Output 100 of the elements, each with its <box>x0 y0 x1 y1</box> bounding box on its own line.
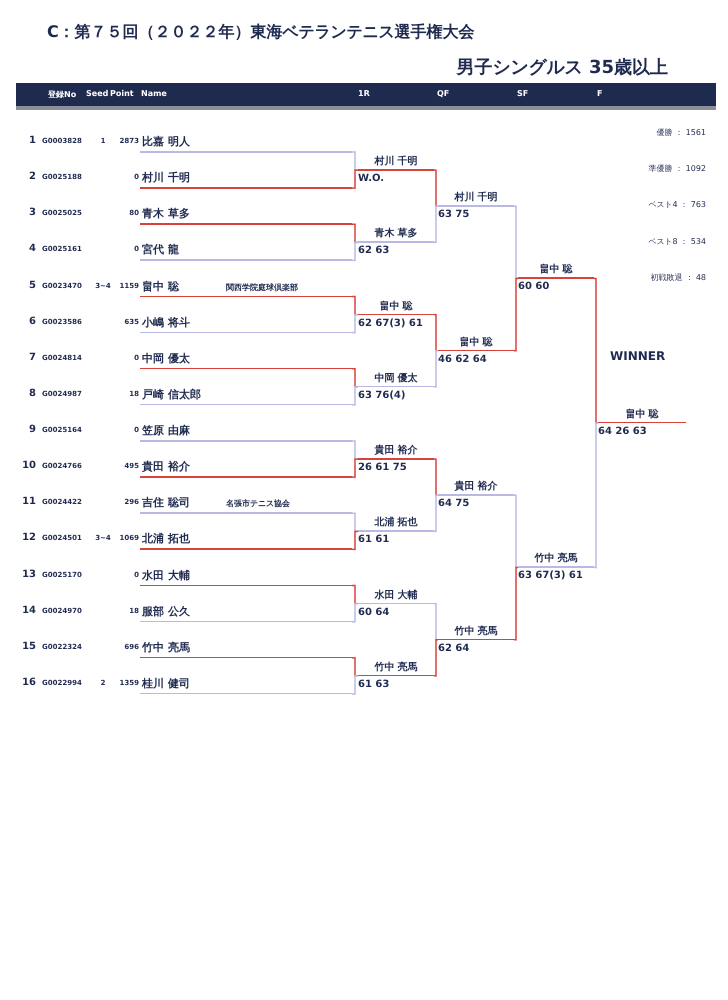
column-header: 1R <box>358 89 370 98</box>
player-name: 貴田 裕介 <box>142 459 190 474</box>
player-name: 服部 公久 <box>142 604 190 619</box>
entry-number: 1 <box>28 135 36 146</box>
winner-name: 畠中 聡 <box>458 336 494 349</box>
bracket-line <box>434 350 438 388</box>
bracket-line <box>594 278 598 424</box>
match-score: 46 62 64 <box>438 354 487 365</box>
winner-name: 竹中 亮馬 <box>533 551 579 566</box>
bracket-line <box>352 169 358 189</box>
club-name: 名張市テニス協会 <box>226 498 290 510</box>
entry-number: 7 <box>28 352 36 363</box>
bracket-line <box>352 386 358 406</box>
bracket-line <box>352 530 358 550</box>
bracket-line <box>514 205 518 280</box>
player-name: 青木 草多 <box>142 206 190 222</box>
match-score: 62 63 <box>358 245 390 256</box>
match-score: 63 75 <box>438 209 470 220</box>
entry-number: 13 <box>21 568 36 580</box>
match-score: 63 67(3) 61 <box>518 570 583 582</box>
bracket-line <box>594 422 598 568</box>
player-name: 比嘉 明人 <box>142 134 190 149</box>
bracket-line <box>352 368 358 388</box>
entry-number: 10 <box>21 460 36 472</box>
column-header: SF <box>517 89 528 98</box>
column-header: Point <box>110 89 134 98</box>
player-name: 小嶋 将斗 <box>142 314 190 330</box>
bracket-line <box>514 278 518 352</box>
column-header: Seed <box>86 89 108 98</box>
bracket-line <box>434 639 438 677</box>
bracket-line <box>352 675 358 695</box>
entry-number: 15 <box>21 640 36 652</box>
winner-name: 畠中 聡 <box>624 408 660 421</box>
player-name: 村川 千明 <box>142 170 190 186</box>
bracket-line <box>514 566 518 640</box>
bracket-line <box>434 494 438 532</box>
player-name: 水田 大輔 <box>142 568 190 583</box>
bracket-line <box>352 512 358 532</box>
winner-name: 中岡 優太 <box>373 372 419 385</box>
winner-name: 青木 草多 <box>373 226 419 240</box>
column-header: F <box>597 89 602 98</box>
winner-name: 畠中 聡 <box>378 300 414 313</box>
entry-number: 6 <box>28 316 36 327</box>
match-score: 62 64 <box>438 642 470 654</box>
match-score: 64 75 <box>438 498 470 510</box>
bracket-line <box>434 458 438 496</box>
title: C：第７５回（２０２２年）東海ベテランテニス選手権大会 <box>47 22 475 43</box>
entry-number: 4 <box>28 243 36 254</box>
player-name: 笠原 由麻 <box>142 423 190 438</box>
points-note: ベスト4 ： 763 <box>648 199 706 210</box>
player-name: 宮代 龍 <box>142 242 179 258</box>
bracket-line <box>352 242 358 262</box>
column-header: Name <box>141 89 167 98</box>
player-name: 桂川 健司 <box>142 676 190 691</box>
entry-number: 14 <box>21 604 36 616</box>
bracket-line <box>434 205 438 244</box>
bracket-line <box>352 224 358 244</box>
player-name: 吉住 聡司 <box>142 495 190 510</box>
points-note: ベスト8 ： 534 <box>648 236 706 247</box>
entry-number: 11 <box>21 496 36 508</box>
points-note: 準優勝 ： 1092 <box>648 163 706 174</box>
bracket-line <box>352 458 358 478</box>
match-score: 60 60 <box>518 281 550 292</box>
match-score: 64 26 63 <box>598 426 647 437</box>
entry-number: 12 <box>21 532 36 544</box>
subtitle: 男子シングルス 35歳以上 <box>456 56 668 79</box>
bracket-line <box>352 296 358 316</box>
match-score: W.O. <box>358 173 384 184</box>
match-score: 60 64 <box>358 606 390 618</box>
match-score: 61 61 <box>358 534 390 546</box>
bracket-line <box>352 657 358 677</box>
entry-number: 3 <box>28 207 36 218</box>
club-name: 関西学院庭球倶楽部 <box>226 282 298 293</box>
bracket-line <box>434 169 438 207</box>
match-score: 61 63 <box>358 678 390 690</box>
bracket-line <box>352 151 358 171</box>
player-name: 戸崎 信太郎 <box>142 386 201 402</box>
winner-name: 水田 大輔 <box>373 588 419 602</box>
winner-name: 畠中 聡 <box>538 262 574 276</box>
entry-number: 9 <box>28 424 36 436</box>
entry-number: 2 <box>28 171 36 182</box>
match-score: 26 61 75 <box>358 462 407 474</box>
bracket-line <box>352 602 358 622</box>
column-header: 登録No <box>48 89 76 100</box>
bracket-line <box>434 602 438 640</box>
winner-name: 竹中 亮馬 <box>373 660 419 674</box>
player-name: 北浦 拓也 <box>142 531 190 546</box>
column-header: QF <box>437 89 450 98</box>
entry-number: 16 <box>21 676 36 688</box>
winner-name: 村川 千明 <box>373 154 419 168</box>
winner-name: 村川 千明 <box>453 190 499 204</box>
points-note: 初戦敗退 ： 48 <box>650 272 706 283</box>
bracket-line <box>352 584 358 604</box>
winner-heading: WINNER <box>610 349 666 363</box>
winner-name: 北浦 拓也 <box>373 516 419 530</box>
entry-number: 8 <box>28 388 36 399</box>
points-note: 優勝 ： 1561 <box>656 127 706 138</box>
bracket-line <box>514 494 518 568</box>
player-name: 竹中 亮馬 <box>142 640 190 655</box>
player-name: 畠中 聡 <box>142 278 179 294</box>
